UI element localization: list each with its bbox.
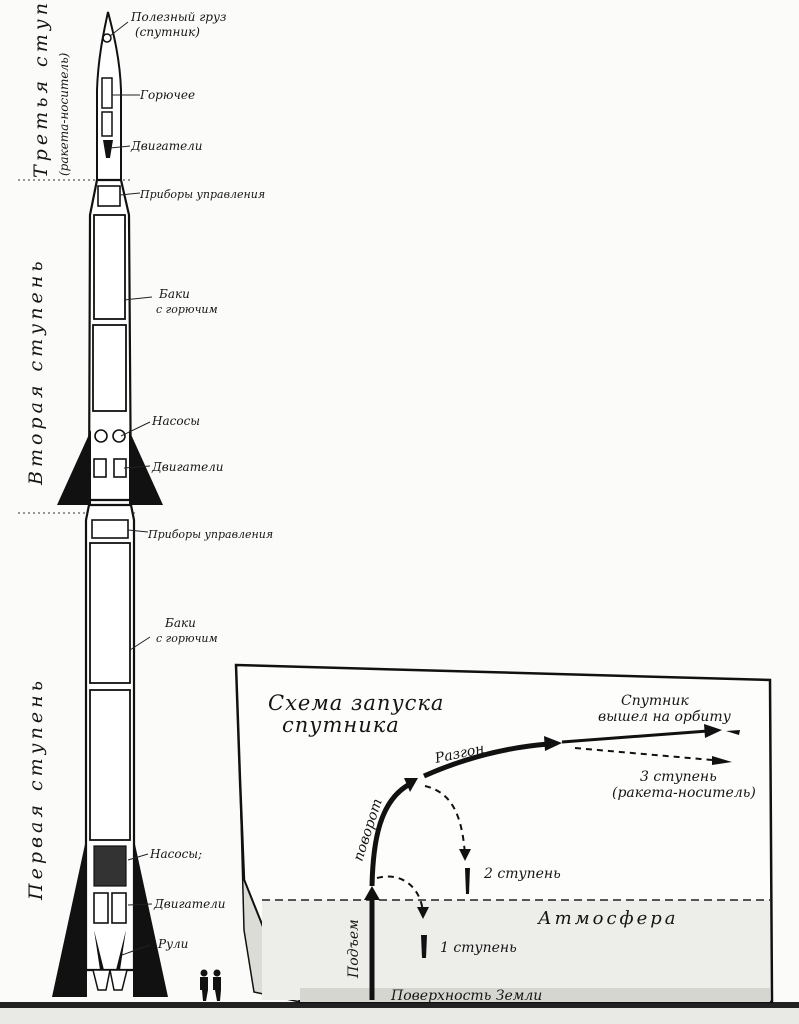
fin-1-left (52, 835, 87, 997)
label-controls-2: Приборы управления (139, 188, 265, 201)
label-payload: Полезный груз (130, 10, 226, 24)
earth-surface-band (300, 988, 770, 1002)
engine-2-left (93, 458, 107, 478)
ascent-arrowhead (364, 886, 380, 900)
label-pumps-2: Насосы (151, 414, 200, 428)
human-figures-icon (200, 969, 221, 1001)
rocket-drawing (52, 11, 168, 997)
stage-label-first: Первая ступень (25, 677, 47, 901)
controls-1-box (91, 519, 129, 539)
stage3-drop-path (574, 747, 713, 761)
rocket-part-labels: Полезный груз (спутник) Горючее Двигател… (130, 10, 273, 951)
fuel-tank-3-lower (101, 111, 113, 137)
label-stage3-sub: (ракета-носитель) (612, 785, 756, 801)
label-tanks-1-sub: с горючим (156, 632, 218, 645)
engine-1-left (93, 892, 109, 924)
tank-2-upper (93, 214, 126, 320)
scheme-title-line1: Схема запуска (268, 691, 444, 715)
stage-label-third-sub: (ракета-носитель) (57, 52, 71, 176)
tank-2-lower (92, 324, 127, 412)
controls-2-box (97, 185, 121, 207)
stage2-drop-arrowhead (459, 849, 471, 861)
stage1-drop-path (376, 875, 424, 913)
pumps-1-block (93, 845, 127, 887)
stage1-body-icon (421, 935, 427, 958)
satellite-icon (726, 730, 740, 735)
stage-labels: Третья ступень (ракета-носитель) Вторая … (25, 0, 71, 901)
fin-2-right (129, 430, 163, 505)
tank-1-lower (89, 689, 131, 841)
turn-path (369, 781, 412, 887)
label-engines-1: Двигатели (153, 897, 226, 911)
orbit-path (561, 729, 709, 744)
fin-2-left (57, 430, 91, 505)
acceleration-arrowhead (544, 736, 562, 751)
label-satellite-orbit: вышел на орбиту (598, 709, 732, 725)
fuel-tank-3-upper (101, 77, 113, 109)
label-engines-2: Двигатели (151, 460, 224, 474)
stage-label-second: Вторая ступень (25, 257, 47, 486)
label-stage2: 2 ступень (483, 866, 561, 882)
label-tanks-1: Баки (164, 616, 196, 630)
label-stage1: 1 ступень (440, 940, 517, 956)
stage2-drop-path (424, 785, 466, 856)
label-tanks-2-sub: с горючим (156, 303, 218, 316)
pump-2-left (94, 429, 108, 443)
label-satellite: Спутник (621, 693, 689, 709)
label-payload-sub: (спутник) (135, 25, 200, 39)
payload-satellite-shape (102, 33, 112, 43)
rudder-left (94, 930, 104, 970)
stage2-body-icon (465, 868, 470, 894)
stage-label-third: Третья ступень (30, 0, 52, 178)
rudder-right (116, 930, 126, 970)
label-leader-lines (109, 21, 153, 956)
orbit-arrowhead (704, 724, 722, 738)
label-fuel: Горючее (139, 88, 195, 102)
label-earth-surface: Поверхность Земли (390, 988, 542, 1004)
engine-3-shape (103, 140, 113, 158)
engine-1-right (111, 892, 127, 924)
ground-line (0, 1002, 799, 1008)
tank-1-upper (89, 542, 131, 684)
ground-shade (0, 1008, 799, 1024)
stage3-body-icon (712, 756, 732, 765)
label-rudders: Рули (157, 937, 188, 951)
label-stage3: 3 ступень (640, 769, 717, 785)
stage1-drop-arrowhead (417, 907, 429, 919)
acceleration-path (422, 741, 549, 779)
rocket-nozzles (92, 969, 128, 991)
rocket-first-stage-body (84, 503, 136, 972)
label-ascent: Подъем (346, 919, 362, 979)
label-tanks-2: Баки (158, 287, 190, 301)
launch-scheme-panel: Схема запуска спутника Спутник вышел на … (234, 663, 774, 1004)
label-engines-3: Двигатели (130, 139, 203, 153)
pump-2-right (112, 429, 126, 443)
scheme-title-line2: спутника (282, 713, 400, 737)
atmosphere-band (262, 900, 770, 1000)
label-pumps-1: Насосы; (149, 847, 202, 861)
turn-arrowhead (404, 778, 418, 792)
label-controls-1: Приборы управления (147, 528, 273, 541)
label-atmosphere: Атмосфера (536, 908, 679, 929)
fin-1-right (133, 835, 168, 997)
